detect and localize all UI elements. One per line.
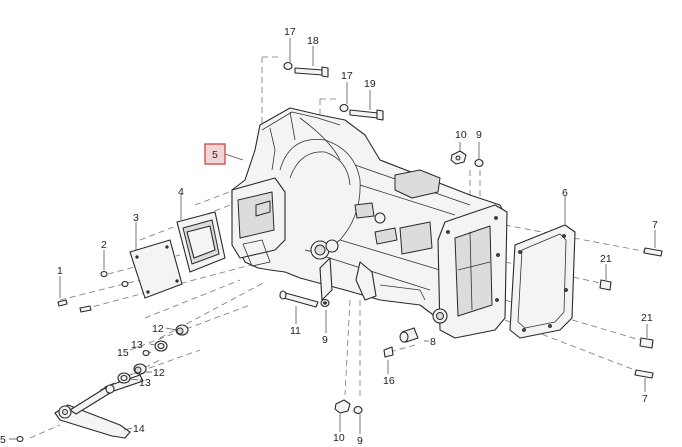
callout-13-lower[interactable]: 13 bbox=[139, 377, 151, 389]
callout-15[interactable]: 15 bbox=[117, 347, 129, 359]
ring-13-lower[interactable] bbox=[117, 372, 131, 384]
callout-7-upper[interactable]: 7 bbox=[652, 219, 658, 231]
shaft-11[interactable] bbox=[279, 290, 319, 308]
callout-10-upper[interactable]: 10 bbox=[455, 129, 467, 141]
bolt-1[interactable] bbox=[57, 299, 92, 313]
callout-2[interactable]: 2 bbox=[101, 239, 107, 251]
nut-10-lower[interactable] bbox=[334, 399, 351, 414]
callout-21-lower[interactable]: 21 bbox=[641, 312, 653, 324]
callout-8[interactable]: 8 bbox=[430, 336, 436, 348]
callout-12-upper[interactable]: 12 bbox=[152, 323, 164, 335]
bushing-8[interactable] bbox=[399, 327, 419, 343]
callout-10-lower[interactable]: 10 bbox=[333, 432, 345, 444]
callout-14[interactable]: 14 bbox=[133, 423, 145, 435]
callout-21-upper[interactable]: 21 bbox=[600, 253, 612, 265]
cover-plate[interactable] bbox=[129, 239, 183, 299]
dowel-7-upper[interactable] bbox=[643, 247, 663, 257]
bushing-12-lower[interactable] bbox=[133, 363, 147, 375]
bushing-12-upper[interactable] bbox=[175, 324, 189, 336]
callout-6[interactable]: 6 bbox=[562, 187, 568, 199]
callout-19[interactable]: 19 bbox=[364, 78, 376, 90]
dowel-21-lower[interactable] bbox=[639, 337, 654, 349]
bolts-19[interactable] bbox=[349, 109, 384, 121]
callout-5-highlighted[interactable]: 5 bbox=[212, 149, 218, 161]
callout-16[interactable]: 16 bbox=[383, 375, 395, 387]
cover-gasket[interactable] bbox=[176, 211, 226, 273]
rear-gasket[interactable] bbox=[509, 224, 576, 339]
callout-17-upper[interactable]: 17 bbox=[284, 26, 296, 38]
shift-lever[interactable] bbox=[54, 374, 144, 439]
plug-16[interactable] bbox=[383, 346, 394, 358]
callout-13-upper[interactable]: 13 bbox=[131, 339, 143, 351]
washer-2[interactable] bbox=[100, 270, 129, 288]
callout-18[interactable]: 18 bbox=[307, 35, 319, 47]
gearbox-housing[interactable] bbox=[231, 107, 508, 339]
bolts-18[interactable] bbox=[294, 66, 329, 78]
callout-7-lower[interactable]: 7 bbox=[642, 393, 648, 405]
washer-9-shaft[interactable] bbox=[320, 298, 330, 308]
washer-9-upper[interactable] bbox=[474, 158, 484, 168]
washer-5-bottom[interactable] bbox=[16, 435, 24, 443]
washer-17-upper[interactable] bbox=[283, 61, 293, 71]
callout-17-lower[interactable]: 17 bbox=[341, 70, 353, 82]
callout-9-lower[interactable]: 9 bbox=[357, 435, 363, 447]
highlighted-callout-box[interactable] bbox=[204, 143, 226, 165]
callout-9-shaft[interactable]: 9 bbox=[322, 334, 328, 346]
callout-1[interactable]: 1 bbox=[57, 265, 63, 277]
dowel-21-upper[interactable] bbox=[599, 279, 612, 291]
callout-11[interactable]: 11 bbox=[290, 325, 301, 337]
ring-13-upper[interactable] bbox=[154, 340, 168, 352]
washer-9-lower[interactable] bbox=[353, 405, 363, 415]
washer-17-lower[interactable] bbox=[339, 103, 349, 113]
callout-9-upper[interactable]: 9 bbox=[476, 129, 482, 141]
dowel-7-lower[interactable] bbox=[634, 369, 654, 379]
nut-10-upper[interactable] bbox=[450, 150, 467, 165]
callout-leaders bbox=[9, 38, 656, 440]
callout-labels: 1 2 3 4 5 6 7 8 9 10 9 11 12 13 15 12 13… bbox=[0, 26, 658, 447]
callout-12-lower[interactable]: 12 bbox=[153, 367, 165, 379]
callout-4[interactable]: 4 bbox=[178, 186, 184, 198]
callout-5-bottom[interactable]: 5 bbox=[0, 434, 6, 446]
callout-3[interactable]: 3 bbox=[133, 212, 139, 224]
